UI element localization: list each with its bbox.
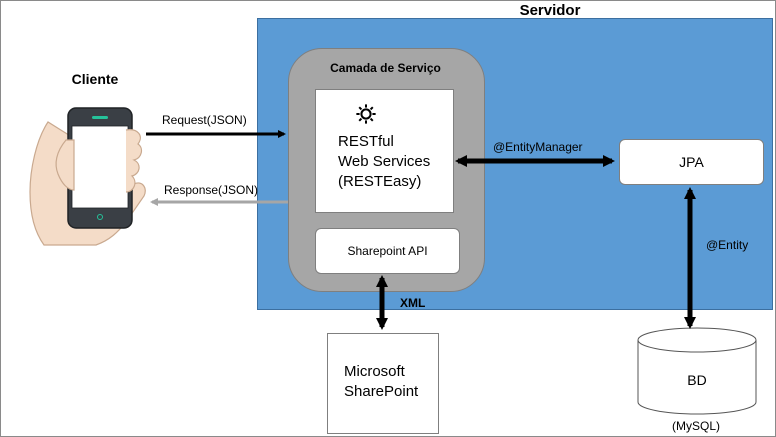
database-label: BD xyxy=(687,372,707,388)
request-label: Request(JSON) xyxy=(162,113,247,127)
sharepoint-api-label: Sharepoint API xyxy=(347,244,428,258)
client-title: Cliente xyxy=(71,71,119,87)
jpa-label: JPA xyxy=(679,154,704,170)
jpa-box: JPA xyxy=(619,139,764,185)
microsoft-sharepoint-label: Microsoft SharePoint xyxy=(344,362,434,402)
gear-icon xyxy=(356,104,376,124)
rest-line-2: Web Services xyxy=(338,153,431,170)
restful-services-box xyxy=(315,89,454,213)
sharepoint-line-1: Microsoft xyxy=(344,363,405,380)
microsoft-sharepoint-box xyxy=(327,333,439,434)
smartphone-in-hand-icon xyxy=(29,107,146,246)
database-sublabel: (MySQL) xyxy=(672,419,720,433)
database-cylinder-icon xyxy=(637,327,757,415)
service-layer-title: Camada de Serviço xyxy=(330,61,441,75)
rest-line-1: RESTful xyxy=(338,133,394,150)
xml-label: XML xyxy=(400,296,426,310)
sharepoint-api-box: Sharepoint API xyxy=(315,228,460,274)
server-title: Servidor xyxy=(519,2,581,19)
entity-manager-label: @EntityManager xyxy=(493,140,583,154)
restful-services-label: RESTful Web Services (RESTEasy) xyxy=(338,132,448,192)
sharepoint-line-2: SharePoint xyxy=(344,383,419,400)
entity-label: @Entity xyxy=(706,238,749,252)
response-label: Response(JSON) xyxy=(164,183,259,197)
rest-line-3: (RESTEasy) xyxy=(338,173,422,190)
